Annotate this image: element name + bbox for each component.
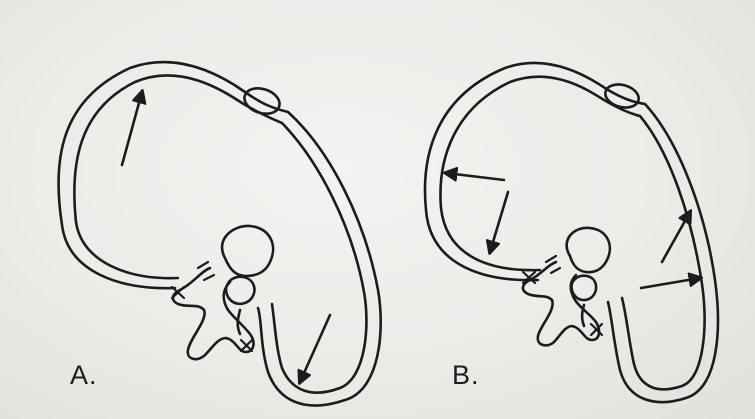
panel-a-branch-structure [173,268,254,359]
panel-a-arrow-down [300,315,330,382]
panel-a-tube-inner [74,75,366,392]
panel-a-diagram [58,62,380,405]
panel-a-constriction [241,84,283,118]
panel-a-arrow-up [122,92,142,165]
panel-b-chamber-upper [567,228,610,272]
panel-b-arrow-down [490,192,508,252]
panel-a-label: A. [70,360,98,391]
panel-b-chamber-lower [572,276,597,300]
panel-a-chamber-upper [222,226,273,276]
panel-b-diagram [425,63,718,402]
panel-a-closure-mark-1 [172,287,184,298]
panel-a-tube-outer [58,62,380,405]
panel-b-arrow-left [446,173,504,180]
panel-b-label: B. [452,360,480,391]
panel-b-arrow-up-right [662,212,690,262]
panel-b-arrow-right [641,278,700,288]
panel-a-closure-mark-2 [241,340,252,351]
panel-b-branch-structure [523,262,599,345]
